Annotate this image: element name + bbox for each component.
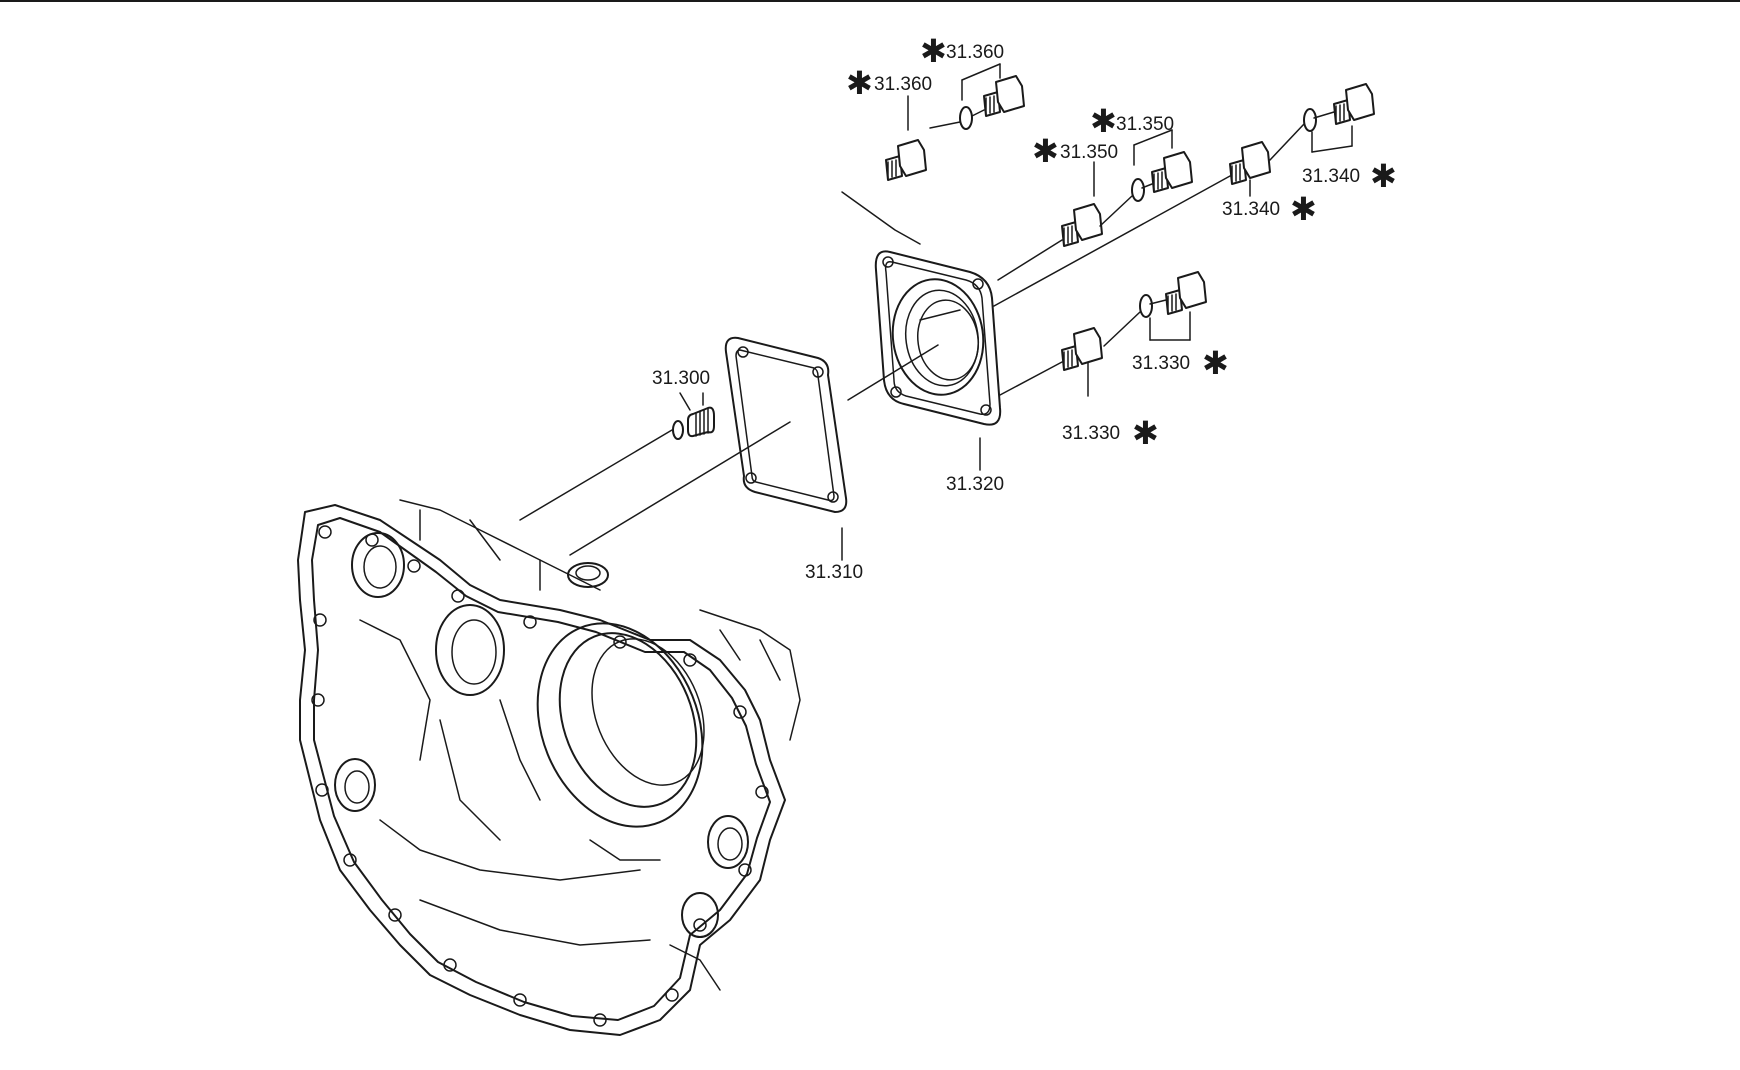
marker-31-340-lower: ✱ — [1290, 190, 1317, 228]
leader-lines — [679, 63, 1353, 561]
gasket-icon — [724, 336, 848, 513]
label-31-340-upper: 31.340 — [1302, 166, 1360, 187]
cover-plate-icon — [874, 250, 1002, 426]
label-31-350-lower: 31.350 — [1060, 142, 1118, 163]
marker-31-350-lower: ✱ — [1032, 132, 1059, 170]
label-31-340-lower: 31.340 — [1222, 199, 1280, 220]
label-31-320: 31.320 — [946, 474, 1004, 495]
label-31-300: 31.300 — [652, 368, 710, 389]
marker-31-340-upper: ✱ — [1370, 157, 1397, 195]
bolt-icon — [885, 75, 1375, 371]
marker-31-330-upper: ✱ — [1202, 344, 1229, 382]
label-31-310: 31.310 — [805, 562, 863, 583]
label-31-330-upper: 31.330 — [1132, 353, 1190, 374]
marker-31-350-upper: ✱ — [1090, 102, 1117, 140]
label-31-350-upper: 31.350 — [1116, 114, 1174, 135]
part-labels: 31.300 31.310 31.320 31.330 ✱ 31.330 ✱ 3… — [652, 32, 1397, 583]
marker-31-360-upper: ✱ — [920, 32, 947, 70]
label-31-360-upper: 31.360 — [946, 42, 1004, 63]
plug-icon — [672, 406, 715, 440]
marker-31-330-lower: ✱ — [1132, 414, 1159, 452]
washer-icon — [959, 106, 1317, 318]
label-31-330-lower: 31.330 — [1062, 423, 1120, 444]
transmission-housing-icon — [297, 499, 801, 1036]
label-31-360-lower: 31.360 — [874, 74, 932, 95]
assembly-lines — [519, 109, 1335, 556]
marker-31-360-lower: ✱ — [846, 64, 873, 102]
